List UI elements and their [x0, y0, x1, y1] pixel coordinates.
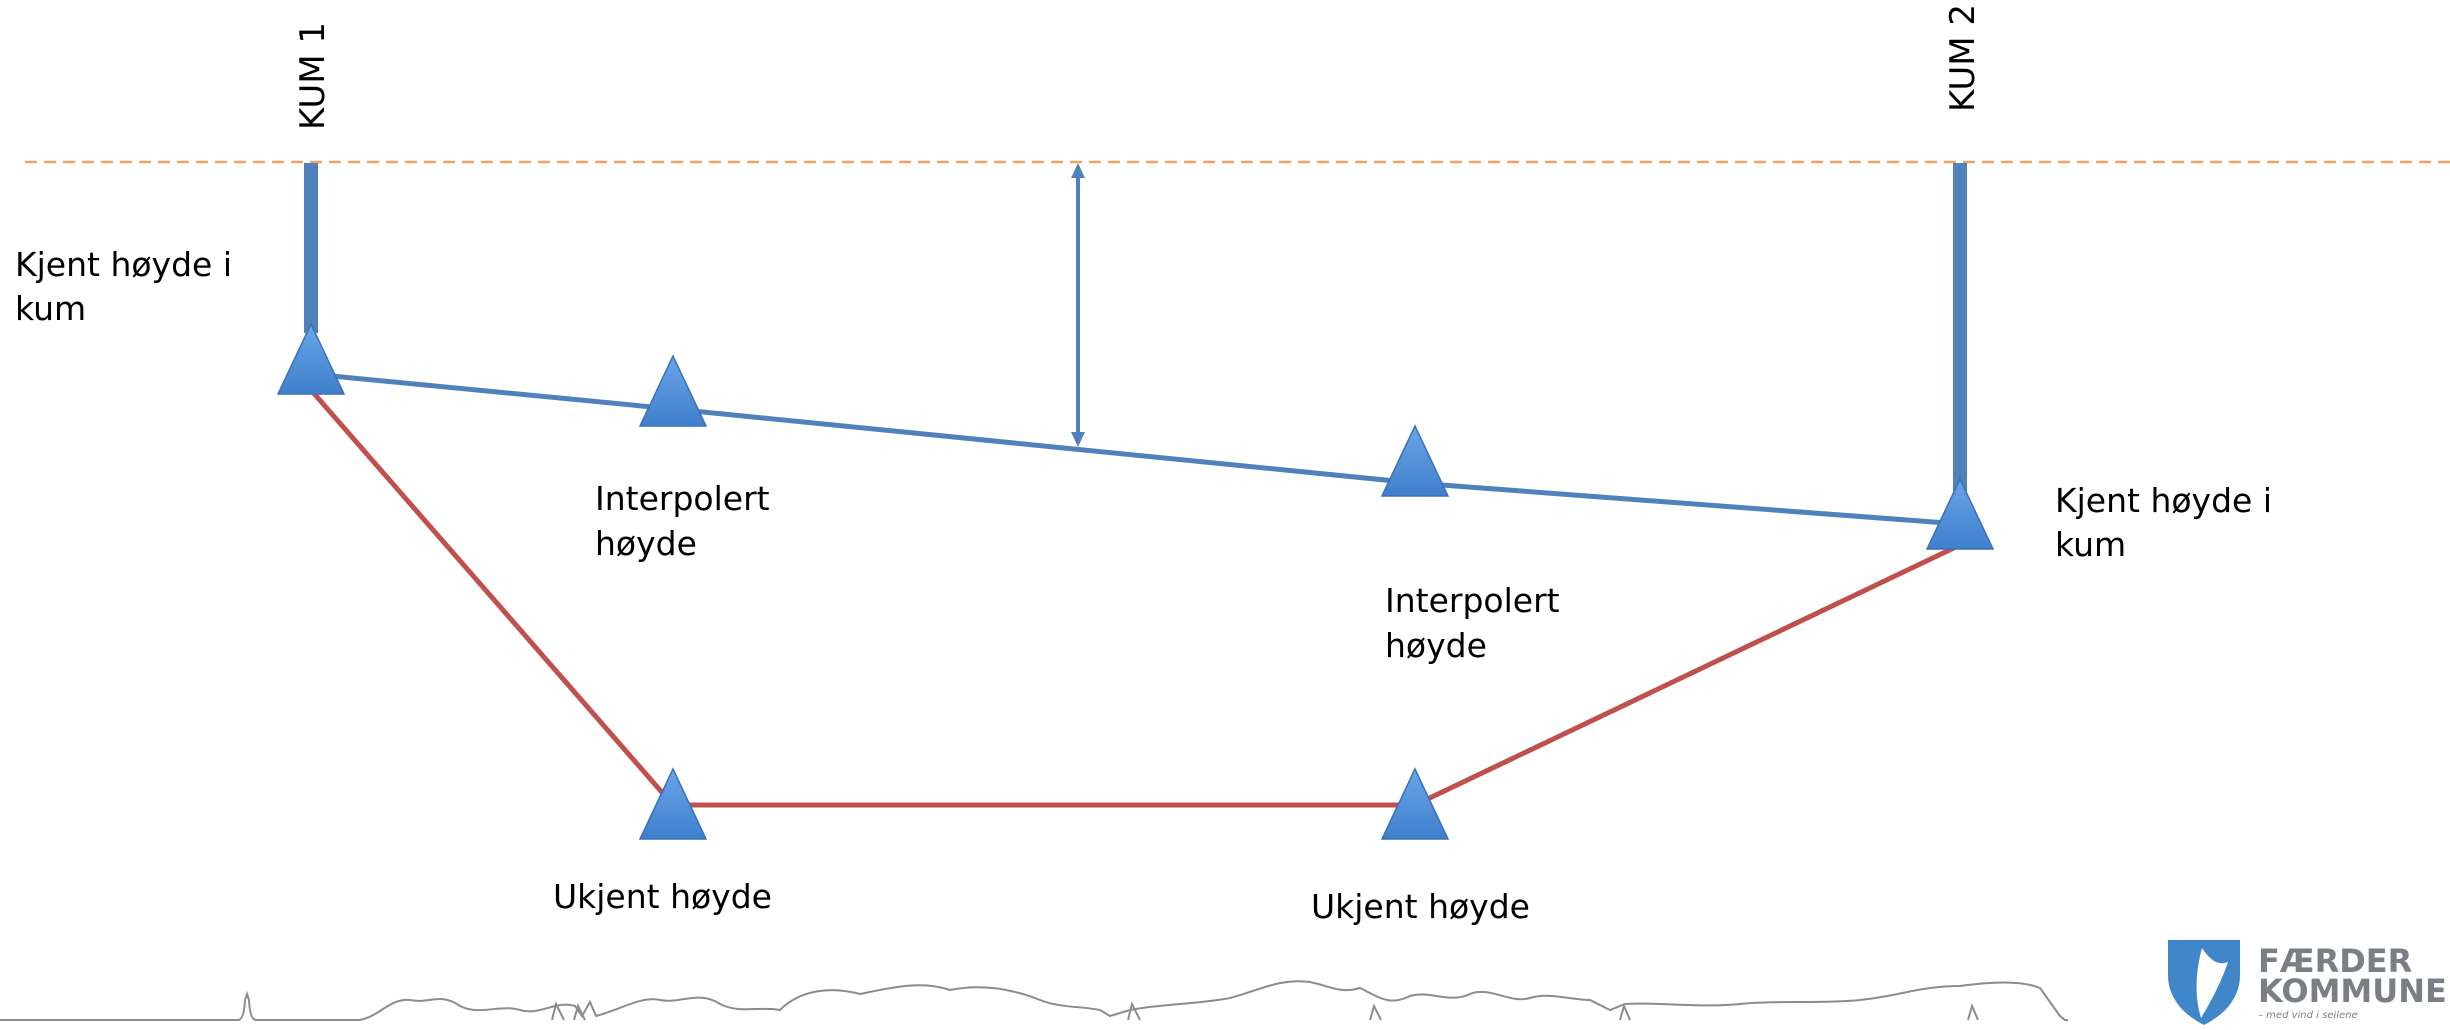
svg-text:KOMMUNE: KOMMUNE [2258, 972, 2447, 1010]
svg-text:kum: kum [2055, 525, 2126, 564]
faerder-kommune-logo: FÆRDER KOMMUNE – med vind i seilene [2168, 940, 2447, 1025]
svg-text:Kjent høyde i: Kjent høyde i [2055, 481, 2272, 520]
unknown-height-label-1: Ukjent høyde [553, 877, 772, 916]
svg-text:høyde: høyde [595, 524, 697, 563]
manhole-1-shaft [304, 163, 318, 333]
svg-text:høyde: høyde [1385, 626, 1487, 665]
known-height-label-1: Kjent høyde i kum [15, 245, 232, 328]
sail-icon [2196, 948, 2228, 1018]
svg-text:kum: kum [15, 289, 86, 328]
svg-text:FÆRDER: FÆRDER [2258, 942, 2412, 980]
svg-text:Interpolert: Interpolert [1385, 581, 1560, 620]
triangle-marker-known-1 [276, 322, 346, 395]
triangle-marker-interpolated-1 [638, 354, 708, 427]
manhole-1-label: KUM 1 [293, 22, 333, 130]
svg-text:Interpolert: Interpolert [595, 479, 770, 518]
known-height-label-2: Kjent høyde i kum [2055, 481, 2272, 564]
triangle-marker-known-2 [1925, 477, 1995, 550]
interpolated-height-label-1: Interpolert høyde [595, 479, 770, 563]
depth-arrow [1071, 163, 1085, 447]
manhole-2-label: KUM 2 [1943, 4, 1983, 112]
unknown-height-label-2: Ukjent høyde [1311, 887, 1530, 926]
triangle-marker-interpolated-2 [1380, 424, 1450, 497]
unknown-pipe-line [309, 388, 1962, 808]
triangle-marker-unknown-1 [638, 767, 708, 840]
svg-text:– med vind i seilene: – med vind i seilene [2258, 1010, 2358, 1021]
known-pipe-line [310, 371, 1961, 527]
coastline-skyline [0, 980, 2068, 1021]
manhole-2-shaft [1953, 163, 1967, 498]
interpolated-height-label-2: Interpolert høyde [1385, 581, 1560, 665]
triangle-marker-unknown-2 [1380, 767, 1450, 840]
svg-text:Kjent høyde i: Kjent høyde i [15, 245, 232, 284]
